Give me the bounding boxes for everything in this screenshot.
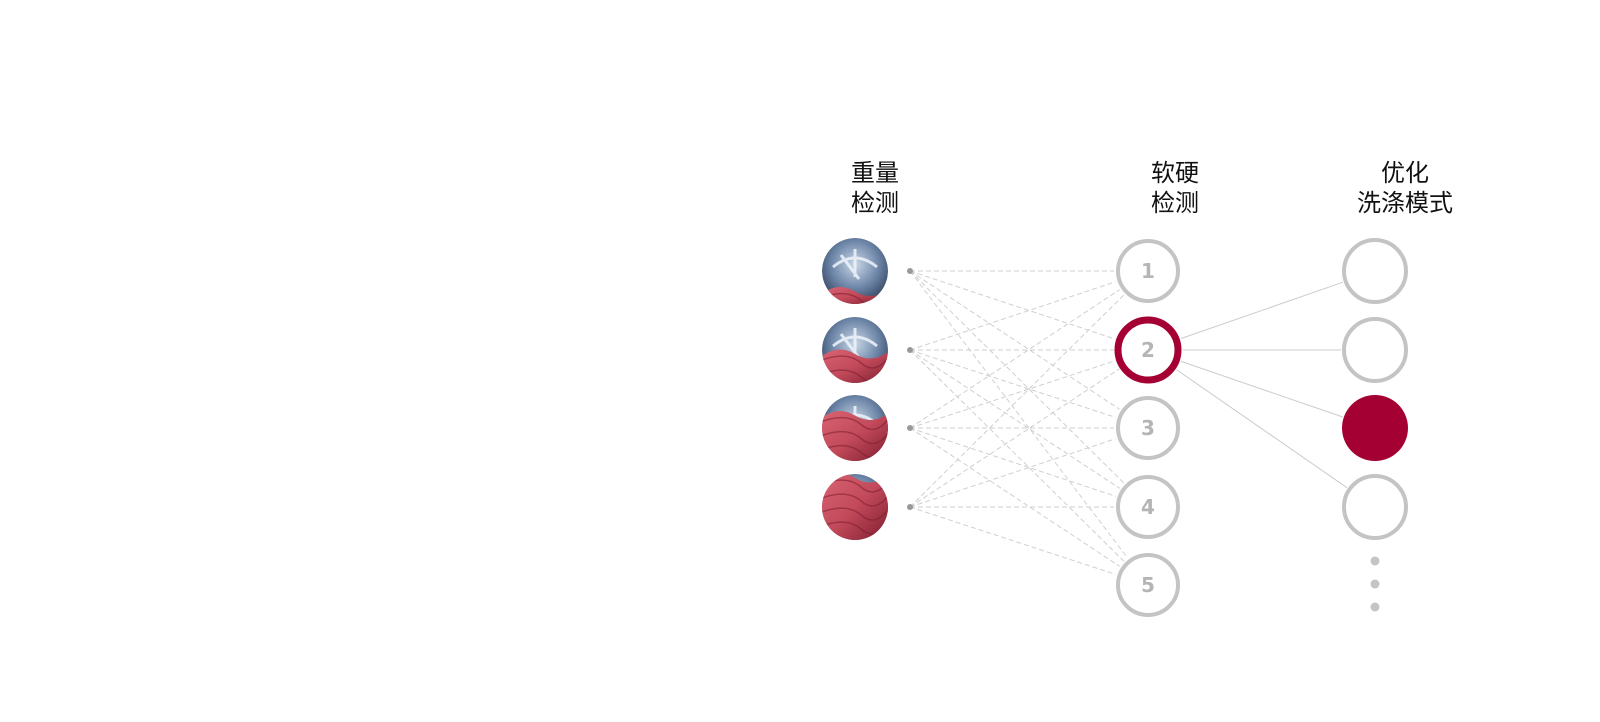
load-2-to-softness-1-link [909,281,1116,351]
load-level-4-thumbnail [822,474,888,540]
softness-node-4: 4 [1116,475,1180,539]
softness-node-ring [1116,553,1180,617]
softness-node-ring [1114,316,1182,384]
load-2-to-softness-4-link [909,349,1120,489]
load-level-3-connector-dot [907,425,913,431]
load-1-to-softness-5-link [909,270,1128,559]
load-2-to-softness-5-link [909,349,1125,562]
load-4-to-softness-2-link [909,368,1120,508]
softness-detection-title: 软硬 检测 [1110,158,1240,218]
load-level-3-thumbnail [822,395,888,461]
connection-lines [909,270,1348,575]
softness-node-ring [1116,475,1180,539]
softness-node-label: 1 [1141,259,1155,283]
load-4-to-softness-5-link [909,506,1116,575]
load-3-to-softness-4-link [909,427,1116,497]
more-indicator-dot [1370,579,1380,589]
softness-node-2: 2 [1114,316,1182,384]
softness-to-mode-4-link [1176,369,1348,489]
fabric-fold [822,430,888,445]
softness-detection-title-line2: 检测 [1151,189,1199,217]
wash-mode-title: 优化 洗涤模式 [1330,158,1480,218]
load-3-to-softness-5-link [909,427,1120,567]
load-level-2-thumbnail [822,317,888,383]
weight-detection-title: 重量 检测 [810,158,940,218]
softness-node-1: 1 [1116,239,1180,303]
softness-node-label: 3 [1141,416,1155,440]
softness-node-3: 3 [1116,396,1180,460]
load-3-to-softness-1-link [909,289,1120,429]
load-1-to-softness-3-link [909,270,1120,410]
drum-paddle-icon [832,328,878,359]
softness-node-ring [1116,396,1180,460]
more-indicator-dot [1370,556,1380,566]
softness-node-label: 4 [1141,495,1155,519]
wash-mode-node-1 [1342,238,1408,304]
wash-mode-node-4 [1342,474,1408,540]
load-1-to-softness-2-link [909,270,1116,340]
load-3-to-softness-2-link [909,360,1116,429]
more-modes-indicator [1370,556,1380,612]
load-level-1-thumbnail [822,238,888,304]
softness-node-ring [1116,239,1180,303]
wash-mode-node-2 [1342,317,1408,383]
wash-mode-node-3 [1342,395,1408,461]
wash-mode-title-line1: 优化 [1381,159,1429,187]
weight-detection-column [822,238,913,540]
softness-node-label: 5 [1141,573,1155,597]
fabric-fold [822,507,888,521]
load-level-1-connector-dot [907,268,913,274]
load-level-4-connector-dot [907,504,913,510]
fabric-fill [822,410,888,461]
fabric-fill [822,349,888,383]
softness-detection-column: 1 2 3 4 5 [1114,239,1182,617]
wash-mode-title-line2: 洗涤模式 [1357,189,1453,217]
softness-to-mode-3-link [1180,360,1343,418]
load-1-to-softness-4-link [909,270,1125,484]
drum-paddle-icon [832,249,878,280]
fabric-fold [822,479,888,493]
softness-node-label: 2 [1141,338,1155,362]
wash-mode-column [1342,238,1408,540]
more-indicator-dot [1370,602,1380,612]
softness-to-mode-1-link [1180,281,1344,339]
fabric-fold [822,493,888,507]
softness-node-5: 5 [1116,553,1180,617]
fabric-fold [822,416,888,431]
load-level-2-connector-dot [907,347,913,353]
fabric-fill [822,474,888,540]
load-4-to-softness-3-link [909,438,1116,508]
load-2-to-softness-3-link [909,349,1116,418]
fabric-fold [822,355,888,369]
softness-detection-title-line1: 软硬 [1151,159,1199,187]
weight-detection-title-line1: 重量 [851,159,899,187]
weight-detection-title-line2: 检测 [851,189,899,217]
load-4-to-softness-1-link [909,294,1125,508]
